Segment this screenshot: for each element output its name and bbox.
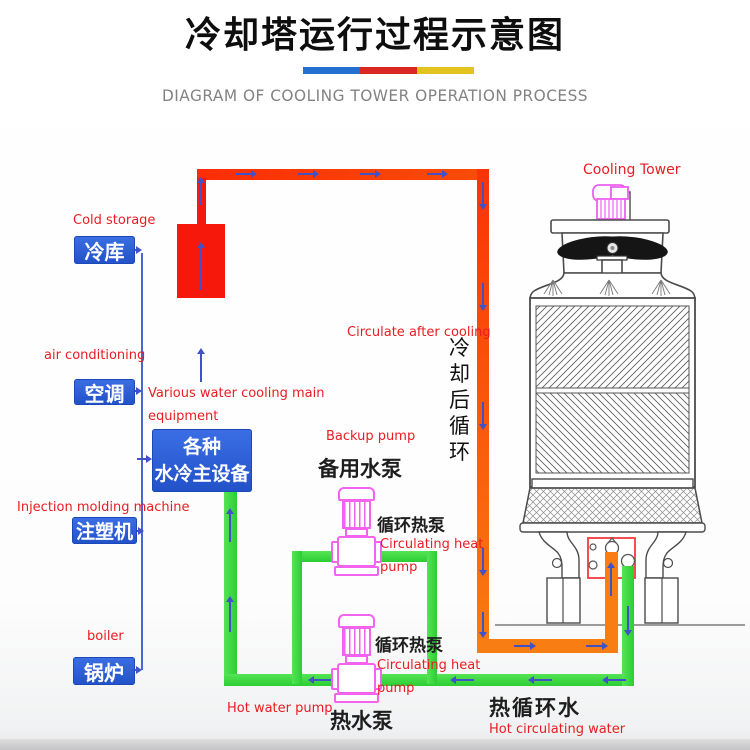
label-circulating-pump1-cn: 循环热泵 [377, 516, 445, 536]
pipe-pump-loop-left [292, 551, 302, 684]
connector-arrow [134, 387, 142, 395]
label-backup-pump-en: Backup pump [326, 429, 416, 444]
bottom-shadow-band [0, 739, 750, 750]
flow-arrow-up [197, 177, 205, 205]
box-cold-storage: 冷库 [74, 236, 135, 264]
pipe-hot-bottom [477, 639, 618, 653]
pump-base [334, 693, 379, 703]
bar-red-segment [360, 67, 417, 74]
label-circulate-after-cooling-en: Circulate after cooling [347, 325, 491, 340]
box-main-equipment-line2: 水冷主设备 [154, 462, 250, 485]
box-air-conditioning: 空调 [74, 379, 135, 406]
vtext-char: 冷 [449, 336, 470, 360]
connector-arrow [134, 246, 142, 254]
flow-arrow-down [479, 548, 487, 576]
label-main-equipment-en-line2: equipment [148, 409, 219, 424]
flow-arrow-down [479, 402, 487, 430]
pump-cap [338, 614, 375, 628]
pipe-cool-equipment-riser [224, 492, 237, 682]
label-injection-molding-en: Injection molding machine [17, 500, 190, 515]
vtext-char: 环 [449, 440, 470, 464]
connector-arrow [134, 666, 142, 674]
label-main-equipment-en-line1: Various water cooling main [148, 386, 325, 401]
flow-arrow-down [479, 182, 487, 210]
tower-motor-icon [592, 184, 629, 220]
flow-arrow-up [197, 348, 205, 382]
connector-arrow [136, 527, 144, 535]
label-line: Circulating heat [380, 537, 484, 552]
flow-arrow-right [514, 642, 536, 650]
label-main-equipment-en: Various water cooling main equipment [148, 382, 324, 428]
label-line: Circulating heat [377, 658, 481, 673]
spray-ticks [543, 279, 671, 296]
box-main-equipment: 各种 水冷主设备 [152, 429, 252, 492]
fan-icon [557, 236, 668, 278]
box-injection-molding: 注塑机 [72, 517, 137, 544]
pipe-pump-loop-right [427, 551, 437, 684]
label-line: pump [380, 560, 418, 575]
flow-arrow-up [197, 242, 205, 290]
label-air-conditioning-en: air conditioning [44, 348, 146, 363]
backup-pump-illustration [331, 487, 383, 579]
pump-motor [342, 500, 371, 529]
label-circulating-pump2-cn: 循环热泵 [375, 636, 443, 656]
pump-base [334, 566, 379, 576]
pump-flange-left [331, 668, 339, 690]
pump-body [337, 663, 376, 694]
connector-arrow-into-main [137, 455, 152, 463]
label-circulating-pump1-en: Circulating heat pump [380, 533, 483, 579]
pump-body [337, 536, 376, 567]
label-line: pump [377, 681, 415, 696]
label-hot-circulating-en: Hot circulating water [489, 722, 626, 737]
flow-arrow-right [236, 170, 257, 178]
label-backup-pump-cn: 备用水泵 [318, 457, 402, 481]
label-hot-water-pump-cn: 热水泵 [330, 709, 393, 733]
equipment-connector-line [141, 253, 143, 670]
pipe-hot-top [197, 169, 489, 180]
flow-arrow-right [586, 642, 608, 650]
flow-arrow-down [479, 283, 487, 311]
box-boiler: 锅炉 [73, 657, 135, 685]
flow-arrow-up [226, 508, 234, 542]
pump-flange-right [374, 541, 382, 563]
label-cooling-tower: Cooling Tower [583, 162, 681, 178]
pump-flange-right [374, 668, 382, 690]
pump-flange-left [331, 541, 339, 563]
flow-arrow-right [427, 170, 448, 178]
vtext-char: 却 [449, 362, 470, 386]
flow-arrow-up [607, 562, 615, 596]
flow-arrow-down [624, 606, 632, 636]
page-subtitle: DIAGRAM OF COOLING TOWER OPERATION PROCE… [161, 86, 589, 105]
flow-arrow-left [528, 676, 552, 684]
pump-cap [338, 487, 375, 501]
pipe-hot-tower-riser [605, 552, 618, 641]
label-cold-storage-en: Cold storage [73, 213, 156, 228]
flow-arrow-left [308, 676, 332, 684]
ground-line [495, 624, 745, 626]
flow-arrow-down [479, 612, 487, 638]
bar-yellow-segment [417, 67, 474, 74]
page-title: 冷却塔运行过程示意图 [184, 15, 565, 56]
label-hot-water-pump-en: Hot water pump [227, 701, 333, 716]
flow-arrow-right [360, 170, 381, 178]
label-circulate-after-cooling-cn: 冷 却 后 循 环 [449, 338, 470, 463]
flow-arrow-up [226, 596, 234, 632]
hot-water-pump-illustration [331, 614, 383, 706]
label-circulating-pump2-en: Circulating heat pump [377, 654, 480, 700]
pump-motor [342, 627, 371, 656]
flow-arrow-right [298, 170, 319, 178]
vtext-char: 后 [449, 388, 470, 412]
label-hot-circulating-cn: 热循环水 [489, 696, 581, 720]
flow-arrow-left [450, 676, 474, 684]
label-boiler-en: boiler [87, 629, 124, 644]
title-underline-bar [303, 67, 474, 74]
flow-arrow-left [602, 676, 626, 684]
box-main-equipment-line1: 各种 [182, 435, 221, 458]
bar-blue-segment [303, 67, 360, 74]
vtext-char: 循 [449, 414, 470, 438]
